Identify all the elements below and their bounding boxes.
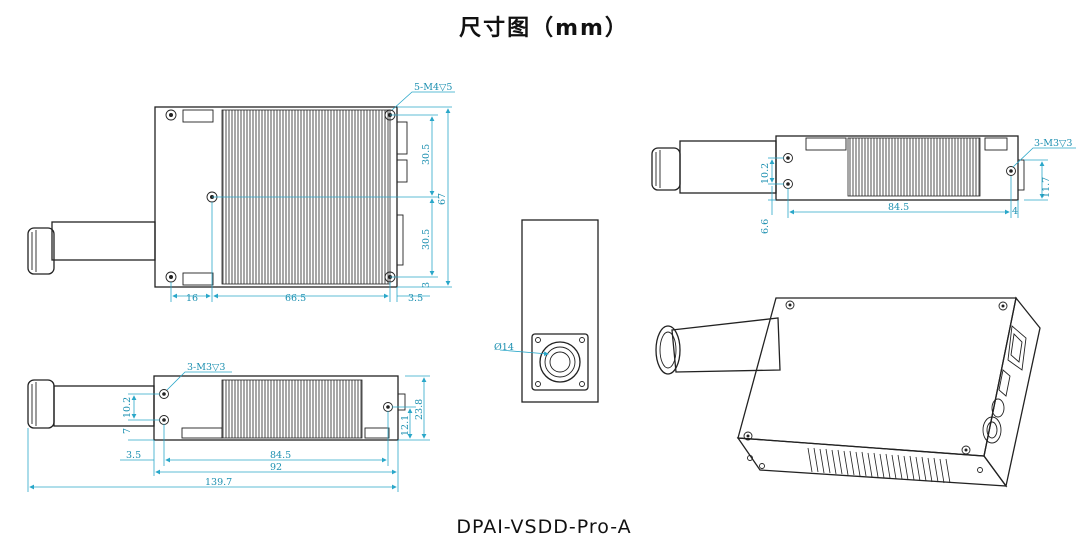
front-view: Ø14 xyxy=(494,219,599,403)
top-dim-3: 3 xyxy=(421,282,432,288)
side-left-dim-10-2: 10.2 xyxy=(122,397,133,418)
side-left-dim-139-7: 139.7 xyxy=(205,477,232,488)
side-left-dim-7: 7 xyxy=(122,428,133,434)
top-dim-3-5: 3.5 xyxy=(408,293,423,304)
top-dim-66-5: 66.5 xyxy=(285,293,306,304)
side-right-dim-6-6: 6.6 xyxy=(760,219,771,234)
top-dim-30-5-b: 30.5 xyxy=(421,229,432,250)
top-dim-16: 16 xyxy=(186,293,198,304)
side-left-dim-12-1: 12.1 xyxy=(400,415,411,436)
side-left-hole-callout: 3-M3▽3 xyxy=(187,362,225,373)
side-left-dim-84-5: 84.5 xyxy=(270,450,291,461)
diagram-title: 尺寸图（mm） xyxy=(459,16,629,41)
side-right-dim-84-5: 84.5 xyxy=(888,202,909,213)
side-left-dim-3-5: 3.5 xyxy=(126,450,141,461)
side-view-right: 3-M3▽3 10.2 6.6 84.5 4 11.7 xyxy=(651,135,1076,234)
side-right-dim-10-2: 10.2 xyxy=(760,163,771,184)
top-view: 5-M4▽5 30.5 30.5 67 3 16 66.5 3.5 xyxy=(27,82,455,304)
top-hole-callout: 5-M4▽5 xyxy=(414,82,452,93)
front-dim-diameter: Ø14 xyxy=(494,342,514,353)
tube-body xyxy=(51,221,156,261)
side-left-dim-92: 92 xyxy=(270,462,282,473)
tube-cap xyxy=(27,227,55,275)
side-right-hole-callout: 3-M3▽3 xyxy=(1034,138,1072,149)
side-view-left: 3-M3▽3 10.2 7 23.8 12.1 3.5 84.5 92 139.… xyxy=(27,362,430,492)
model-name: DPAI-VSDD-Pro-A xyxy=(456,516,632,538)
isometric-view xyxy=(655,296,1041,488)
front-body xyxy=(521,219,599,403)
top-dim-30-5-a: 30.5 xyxy=(421,144,432,165)
side-right-dim-11-7: 11.7 xyxy=(1041,177,1052,198)
side-right-dim-4: 4 xyxy=(1012,206,1018,217)
top-dim-67: 67 xyxy=(437,193,448,205)
side-left-dim-23-8: 23.8 xyxy=(414,399,425,420)
